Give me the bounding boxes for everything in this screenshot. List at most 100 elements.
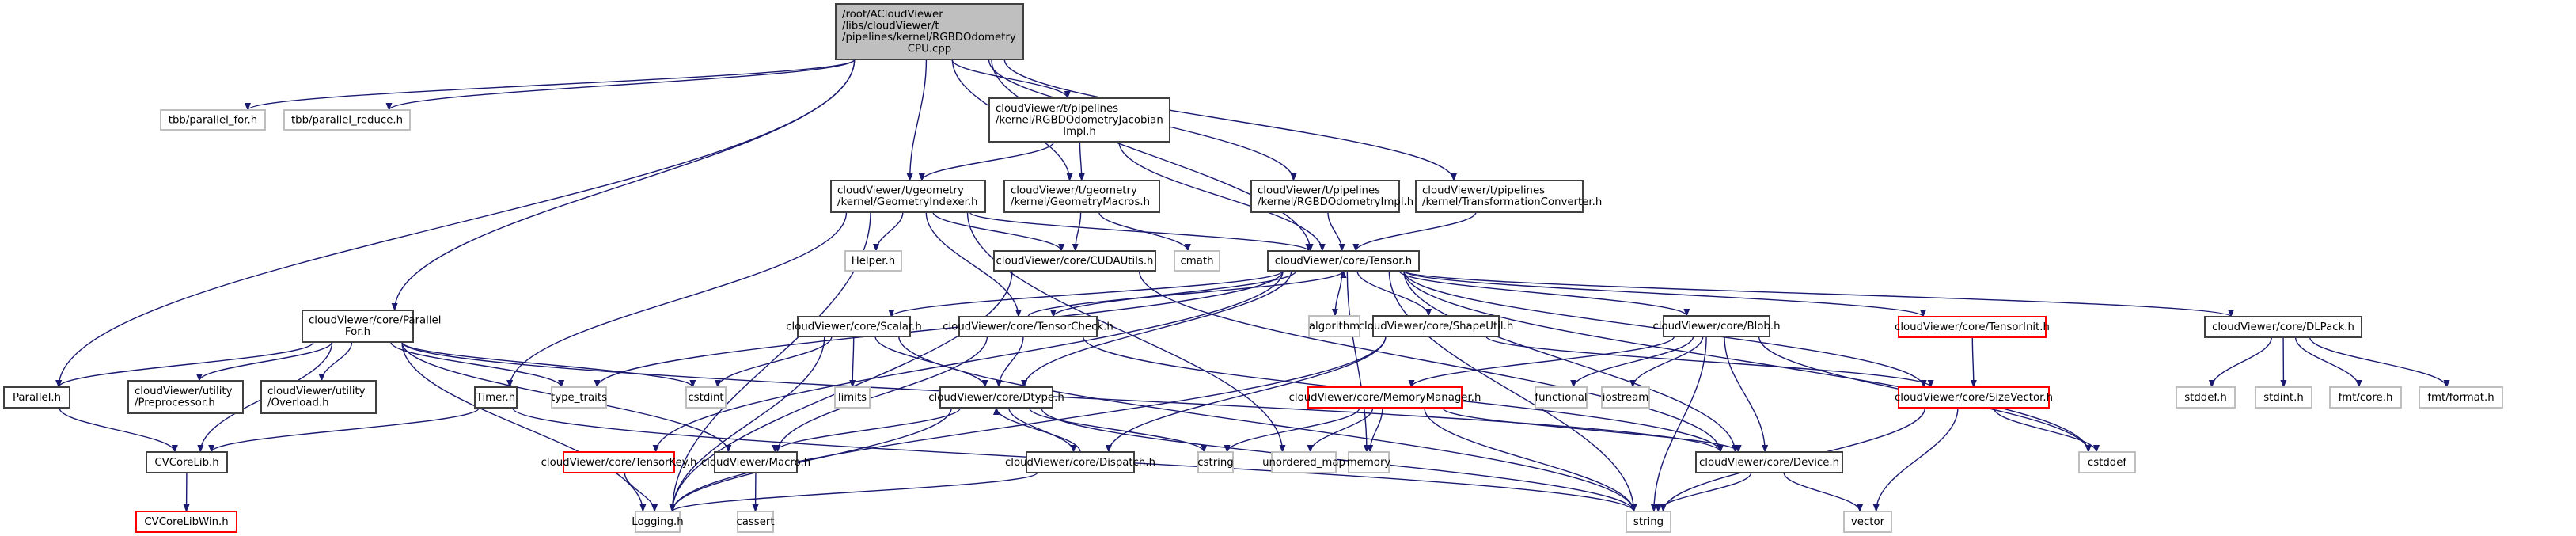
edge-tensorcheck-to-macro	[774, 336, 988, 453]
node-cvcorelibwin[interactable]: CVCoreLibWin.h	[135, 511, 237, 533]
node-helper[interactable]: Helper.h	[844, 250, 902, 272]
node-tensorinit[interactable]: cloudViewer/core/TensorInit.h	[1895, 316, 2050, 338]
node-cudautils[interactable]: cloudViewer/core/CUDAUtils.h	[993, 250, 1156, 272]
node-label: cloudViewer/t/geometry	[1011, 185, 1137, 197]
node-limits[interactable]: limits	[834, 386, 871, 409]
edge-memmgr-to-string	[1424, 407, 1637, 512]
node-root[interactable]: /root/ACloudViewer/libs/cloudViewer/t/pi…	[835, 3, 1024, 60]
node-label: cloudViewer/core/TensorKey.h	[541, 457, 697, 469]
edge-blob-to-iostream	[1629, 336, 1704, 388]
node-sizevector[interactable]: cloudViewer/core/SizeVector.h	[1895, 386, 2053, 409]
node-box	[835, 3, 1024, 60]
edge-tensor-to-blob	[1398, 270, 1690, 317]
edge-dtype-to-string	[1041, 407, 1637, 512]
edge-root-to-tensor	[991, 59, 1314, 252]
edge-line	[774, 336, 988, 453]
node-scalar[interactable]: cloudViewer/core/Scalar.h	[786, 316, 922, 337]
edge-line	[772, 407, 962, 453]
edge-scalar-to-dtype	[874, 336, 988, 388]
node-label: cloudViewer/core/Tensor.h	[1275, 255, 1412, 267]
node-label: vector	[1851, 516, 1885, 528]
edge-line	[1403, 270, 1739, 453]
node-cstring[interactable]: cstring	[1197, 451, 1234, 473]
node-device[interactable]: cloudViewer/core/Device.h	[1695, 451, 1843, 473]
node-iostream[interactable]: iostream	[1601, 386, 1650, 409]
edge-line	[951, 59, 1071, 99]
node-label: Helper.h	[852, 255, 895, 267]
edge-tensor-to-dlpack	[1403, 270, 2234, 317]
edge-memmgr-to-memory	[1367, 407, 1383, 453]
node-tbb-reduce[interactable]: tbb/parallel_reduce.h	[283, 109, 411, 131]
edge-line	[245, 59, 856, 111]
node-stddef-h[interactable]: stddef.h	[2176, 386, 2236, 409]
node-label: cmath	[1180, 255, 1213, 267]
node-box	[1898, 386, 2050, 409]
node-unordered-map[interactable]: unordered_map	[1262, 451, 1345, 473]
node-jacobian[interactable]: cloudViewer/t/pipelines/kernel/RGBDOdome…	[988, 97, 1170, 143]
edge-line	[390, 341, 565, 388]
node-string[interactable]: string	[1626, 511, 1671, 533]
node-vector[interactable]: vector	[1843, 511, 1892, 533]
node-functional[interactable]: functional	[1535, 386, 1588, 409]
edge-line	[1327, 211, 1345, 252]
node-preprocessor[interactable]: cloudViewer/utility/Preprocessor.h	[127, 380, 244, 414]
node-label: stdint.h	[2263, 392, 2304, 404]
node-dlpack[interactable]: cloudViewer/core/DLPack.h	[2204, 316, 2362, 338]
node-type-traits[interactable]: type_traits	[551, 386, 607, 409]
node-parallel-h[interactable]: Parallel.h	[3, 386, 70, 409]
edge-blob-to-functional	[1570, 336, 1694, 388]
node-odom-impl[interactable]: cloudViewer/t/pipelines/kernel/RGBDOdome…	[1250, 180, 1413, 213]
edge-line	[1650, 336, 1707, 512]
node-tbb-for[interactable]: tbb/parallel_for.h	[160, 109, 266, 131]
node-transform-conv[interactable]: cloudViewer/t/pipelines/kernel/Transform…	[1415, 180, 1602, 213]
edge-root-to-tbb-for	[245, 59, 856, 111]
node-cvcorelib[interactable]: CVCoreLib.h	[146, 451, 228, 473]
edge-line	[1138, 270, 1724, 453]
edge-tensor-to-cstddef	[1403, 270, 2092, 453]
node-label: cloudViewer/t/pipelines	[996, 103, 1118, 115]
node-memory[interactable]: memory	[1347, 451, 1391, 473]
node-fmt-core[interactable]: fmt/core.h	[2329, 386, 2402, 409]
node-label: cloudViewer/core/Device.h	[1699, 457, 1839, 469]
edge-line	[932, 211, 1065, 252]
node-timer[interactable]: Timer.h	[474, 386, 518, 409]
node-tensor[interactable]: cloudViewer/core/Tensor.h	[1267, 250, 1420, 272]
node-dispatch[interactable]: cloudViewer/core/Dispatch.h	[1005, 451, 1155, 473]
node-cmath[interactable]: cmath	[1174, 250, 1220, 272]
node-cstdint[interactable]: cstdint	[685, 386, 727, 409]
edge-geom-indexer-to-tensorcheck	[925, 211, 1022, 317]
node-geom-indexer[interactable]: cloudViewer/t/geometry/kernel/GeometryIn…	[830, 180, 986, 213]
edge-tensor-to-type-traits	[594, 270, 1284, 388]
node-box	[714, 451, 798, 473]
node-algorithm[interactable]: algorithm	[1308, 315, 1360, 337]
node-fmt-format[interactable]: fmt/format.h	[2419, 386, 2503, 409]
node-label: Impl.h	[1063, 126, 1096, 138]
node-logging[interactable]: Logging.h	[632, 511, 684, 533]
edge-device-to-vector	[1783, 472, 1863, 512]
node-geom-macros[interactable]: cloudViewer/t/geometry/kernel/GeometryMa…	[1003, 180, 1160, 213]
edge-dtype-to-cstring	[1028, 407, 1208, 453]
node-tensorcheck[interactable]: cloudViewer/core/TensorCheck.h	[943, 316, 1113, 337]
node-tensorkey[interactable]: cloudViewer/core/TensorKey.h	[541, 451, 697, 473]
node-label: stddef.h	[2184, 392, 2227, 404]
node-label: /root/ACloudViewer	[842, 9, 943, 21]
node-cassert[interactable]: cassert	[736, 511, 775, 533]
edge-line	[624, 472, 658, 512]
node-label: CVCoreLib.h	[154, 457, 218, 469]
node-label: memory	[1347, 457, 1391, 469]
edge-line	[1118, 141, 1326, 252]
node-overload[interactable]: cloudViewer/utility/Overload.h	[260, 380, 377, 414]
node-dtype[interactable]: cloudViewer/core/Dtype.h	[928, 386, 1064, 409]
node-shapeutil[interactable]: cloudViewer/core/ShapeUtil.h	[1359, 315, 1514, 337]
edge-cudautils-to-device	[1138, 270, 1724, 453]
node-label: cloudViewer/t/geometry	[837, 185, 964, 197]
node-box	[834, 386, 871, 409]
node-label: cloudViewer/Macro.h	[701, 457, 810, 469]
edge-parallel-for-to-logging	[401, 341, 647, 512]
node-macro[interactable]: cloudViewer/Macro.h	[701, 451, 810, 473]
node-blob[interactable]: cloudViewer/core/Blob.h	[1652, 315, 1781, 337]
node-stdint-h[interactable]: stdint.h	[2255, 386, 2312, 409]
node-cstddef[interactable]: cstddef	[2078, 451, 2136, 473]
node-memmgr[interactable]: cloudViewer/core/MemoryManager.h	[1289, 386, 1481, 409]
